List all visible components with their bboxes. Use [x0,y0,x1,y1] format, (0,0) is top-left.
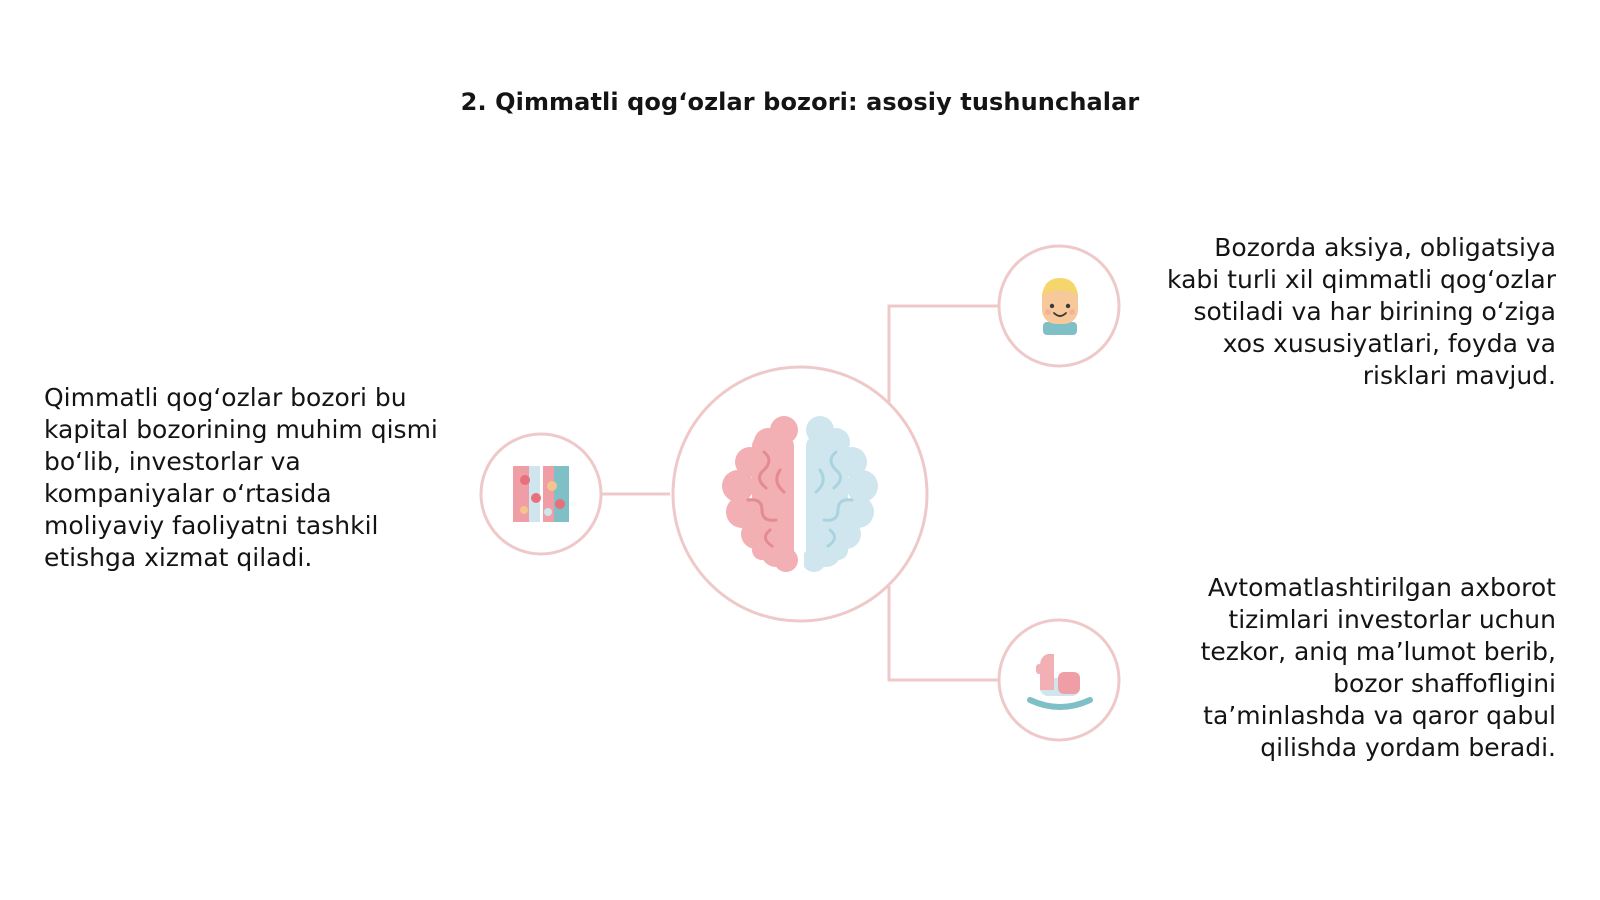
top-right-node-text: Bozorda aksiya, obligatsiya kabi turli x… [1167,233,1556,390]
bottom-right-node [997,618,1121,742]
left-node-ring [479,432,603,556]
child-face-icon [1042,278,1078,335]
left-node [479,432,603,556]
bottom-right-node-text: Avtomatlashtirilgan axborot tizimlari in… [1200,573,1556,762]
brain-icon [722,416,878,572]
connector-top-right [887,304,998,402]
connector-lines [601,304,998,682]
connector-bottom-right [887,586,998,682]
top-right-node [997,244,1121,368]
left-node-text: Qimmatli qog‘ozlar bozori bu kapital boz… [44,383,438,572]
center-node [671,365,929,623]
rocking-horse-icon [1027,654,1093,710]
puzzle-blocks-icon [513,466,569,522]
slide-title: 2. Qimmatli qog‘ozlar bozori: asosiy tus… [460,88,1140,116]
